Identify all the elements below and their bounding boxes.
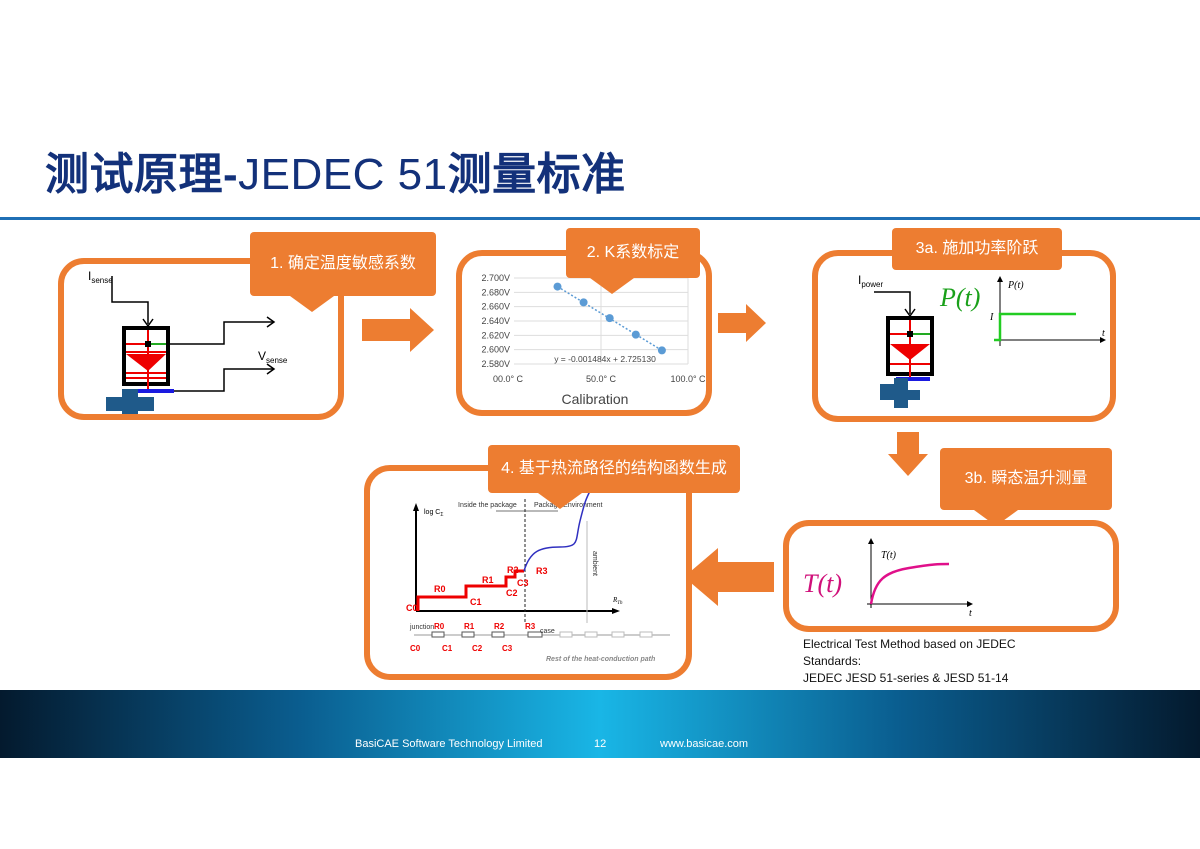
footer-banner: BasiCAE Software Technology Limited 12 w… [0, 690, 1200, 758]
y-tick-label: 2.660V [481, 302, 510, 312]
arrow-down-icon [888, 432, 928, 476]
step3a-label: 3a. 施加功率阶跃 [915, 240, 1039, 257]
y-tick-label: 2.680V [481, 287, 510, 297]
i-power-label: Ipower [858, 273, 883, 289]
title-part: JEDEC 51 [238, 150, 448, 199]
step3b-callout: 3b. 瞬态温升测量 [940, 448, 1112, 526]
rest-path-label: Rest of the heat-conduction path [546, 656, 655, 663]
step3b-label: 3b. 瞬态温升测量 [964, 470, 1088, 487]
case-label: case [540, 628, 555, 635]
arrow-right-icon [718, 304, 766, 342]
jedec-note: Electrical Test Method based on JEDEC St… [803, 636, 1016, 687]
step1-callout: 1. 确定温度敏感系数 [250, 232, 436, 312]
c2-label: C2 [506, 588, 518, 598]
r2-label: R2 [507, 565, 519, 575]
r2-circuit-label: R2 [494, 622, 505, 631]
chart-title: Calibration [562, 391, 629, 407]
i-axis-label: I [989, 312, 994, 323]
x-tick-label: 00.0° C [493, 374, 524, 384]
data-point [605, 314, 614, 323]
page-title: 测试原理-JEDEC 51测量标准 [45, 138, 626, 202]
x-axis-label: RTh [612, 596, 623, 606]
i-sense-label: Isense [88, 269, 113, 285]
step4-panel: log CΣ RTh Inside the package Package En… [364, 465, 692, 680]
step3a-callout: 3a. 施加功率阶跃 [892, 228, 1062, 270]
c0-label: C0 [406, 603, 418, 613]
t-axis-label: t [1102, 328, 1105, 339]
t-axis-label: T(t) [881, 550, 897, 561]
step4-callout: 4. 基于热流路径的结构函数生成 [488, 445, 740, 509]
v-sense-label: Vsense [258, 349, 288, 365]
p-axis-label: P(t) [1007, 280, 1024, 291]
r1-circuit-label: R1 [464, 622, 475, 631]
r3-label: R3 [536, 566, 548, 576]
footer-company: BasiCAE Software Technology Limited [355, 738, 543, 750]
x-tick-label: 50.0° C [586, 374, 617, 384]
y-tick-label: 2.620V [481, 330, 510, 340]
arrow-right-icon [362, 308, 434, 352]
footer-url[interactable]: www.basicae.com [660, 738, 749, 750]
c3-circuit-label: C3 [502, 644, 513, 653]
title-part: 测量标准 [447, 150, 626, 199]
junction-label: junction [409, 624, 434, 631]
y-tick-label: 2.700V [481, 273, 510, 283]
data-point [631, 330, 640, 339]
step1-label: 1. 确定温度敏感系数 [270, 255, 416, 272]
step2-callout: 2. K系数标定 [566, 228, 700, 294]
page-number: 12 [594, 738, 607, 750]
y-tick-label: 2.580V [481, 359, 510, 369]
structure-function-diagram: log CΣ RTh Inside the package Package En… [406, 490, 670, 663]
step3a-panel: Ipower P(t) P(t) I t [812, 250, 1116, 422]
y-tick-label: 2.600V [481, 345, 510, 355]
title-part: 测试原理- [45, 150, 239, 199]
c1-label: C1 [470, 597, 482, 607]
power-step-diagram: Ipower P(t) P(t) I t [858, 273, 1106, 408]
temperature-rise-diagram: T(t) T(t) t [803, 538, 973, 619]
step3b-panel: T(t) T(t) t [783, 520, 1119, 632]
r3-circuit-label: R3 [525, 622, 536, 631]
title-divider [0, 217, 1200, 220]
sense-circuit-diagram: Isense Vsense [88, 269, 288, 414]
heatsink-icon [106, 389, 154, 414]
c3-label: C3 [517, 578, 529, 588]
trendline-equation: y = -0.001484x + 2.725130 [554, 354, 656, 364]
ambient-label: ambient [591, 551, 598, 576]
temperature-function-label: T(t) [803, 569, 842, 598]
calibration-chart: 2.700V 2.680V 2.660V 2.640V 2.620V 2.600V 2.58… [481, 273, 706, 407]
data-point [657, 346, 666, 355]
data-point [579, 298, 588, 307]
y-axis-label: log CΣ [424, 509, 443, 518]
r1-label: R1 [482, 575, 494, 585]
time-axis-label: t [969, 608, 972, 619]
c2-circuit-label: C2 [472, 644, 483, 653]
inside-package-label: Inside the package [458, 502, 517, 509]
r0-label: R0 [434, 584, 446, 594]
c1-circuit-label: C1 [442, 644, 453, 653]
c0-circuit-label: C0 [410, 644, 421, 653]
note-line: Standards: [803, 654, 862, 668]
step2-label: 2. K系数标定 [586, 244, 680, 261]
arrow-left-icon [684, 548, 774, 606]
note-line: JEDEC JESD 51-series & JESD 51-14 [803, 671, 1009, 685]
heatsink-icon [880, 378, 920, 408]
x-tick-label: 100.0° C [670, 374, 706, 384]
y-tick-label: 2.640V [481, 316, 510, 326]
step4-label: 4. 基于热流路径的结构函数生成 [501, 460, 727, 477]
data-point [553, 282, 562, 291]
power-function-label: P(t) [939, 283, 980, 312]
note-line: Electrical Test Method based on JEDEC [803, 637, 1016, 651]
r0-circuit-label: R0 [434, 622, 445, 631]
